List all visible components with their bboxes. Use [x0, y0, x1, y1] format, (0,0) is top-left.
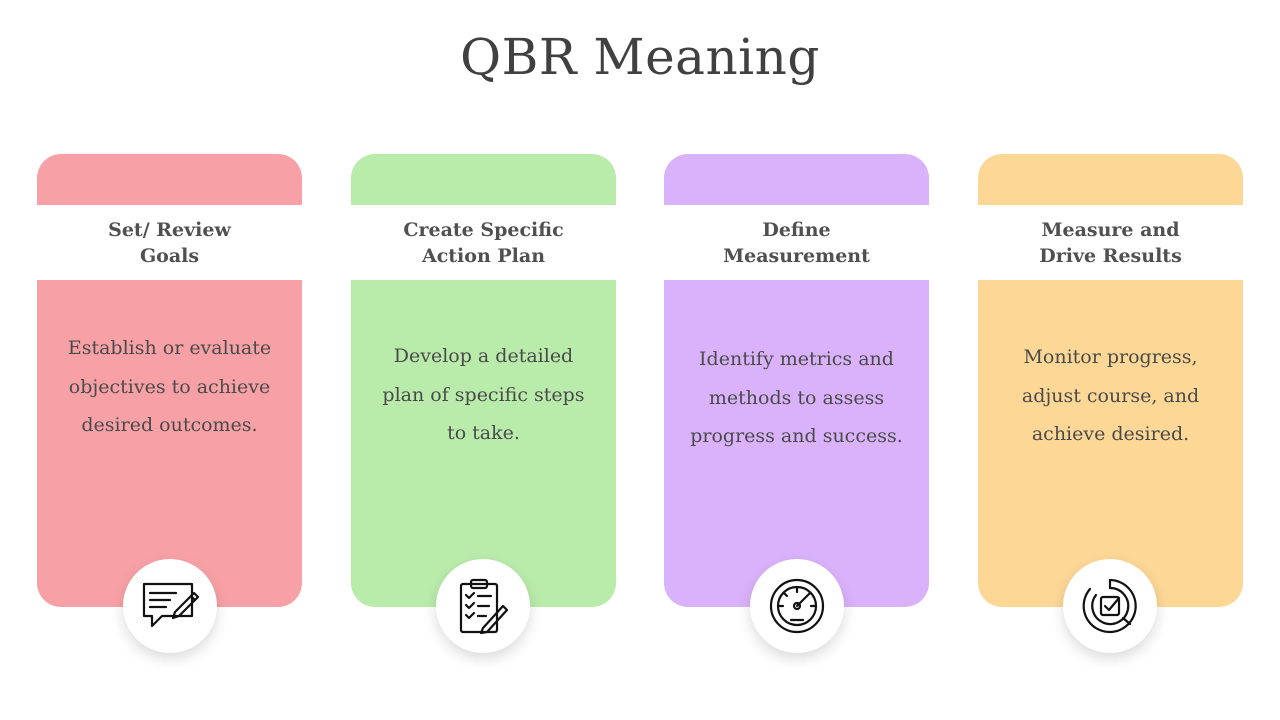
target-check-icon [1063, 559, 1157, 653]
chat-pen-icon [123, 559, 217, 653]
card-measure-drive-results: Measure and Drive Results Monitor progre… [978, 154, 1243, 607]
card-description: Establish or evaluate objectives to achi… [67, 337, 272, 436]
card-define-measurement: Define Measurement Identify metrics and … [664, 154, 929, 607]
card-heading: Create Specific Action Plan [403, 218, 564, 267]
card-heading-band: Set/ Review Goals [37, 205, 302, 280]
page-title: QBR Meaning [460, 28, 820, 86]
card-heading-band: Define Measurement [664, 205, 929, 280]
card-set-review-goals: Set/ Review Goals Establish or evaluate … [37, 154, 302, 607]
card-description: Monitor progress, adjust course, and ach… [1021, 346, 1200, 445]
card-description: Identify metrics and methods to assess p… [690, 348, 903, 447]
card-description: Develop a detailed plan of specific step… [382, 345, 585, 444]
card-heading-band: Measure and Drive Results [978, 205, 1243, 280]
gauge-icon [750, 559, 844, 653]
card-create-action-plan: Create Specific Action Plan Develop a de… [351, 154, 616, 607]
card-heading: Define Measurement [723, 218, 870, 267]
clipboard-checklist-icon [436, 559, 530, 653]
card-heading-band: Create Specific Action Plan [351, 205, 616, 280]
card-heading: Measure and Drive Results [1039, 218, 1182, 267]
card-heading: Set/ Review Goals [108, 218, 231, 267]
